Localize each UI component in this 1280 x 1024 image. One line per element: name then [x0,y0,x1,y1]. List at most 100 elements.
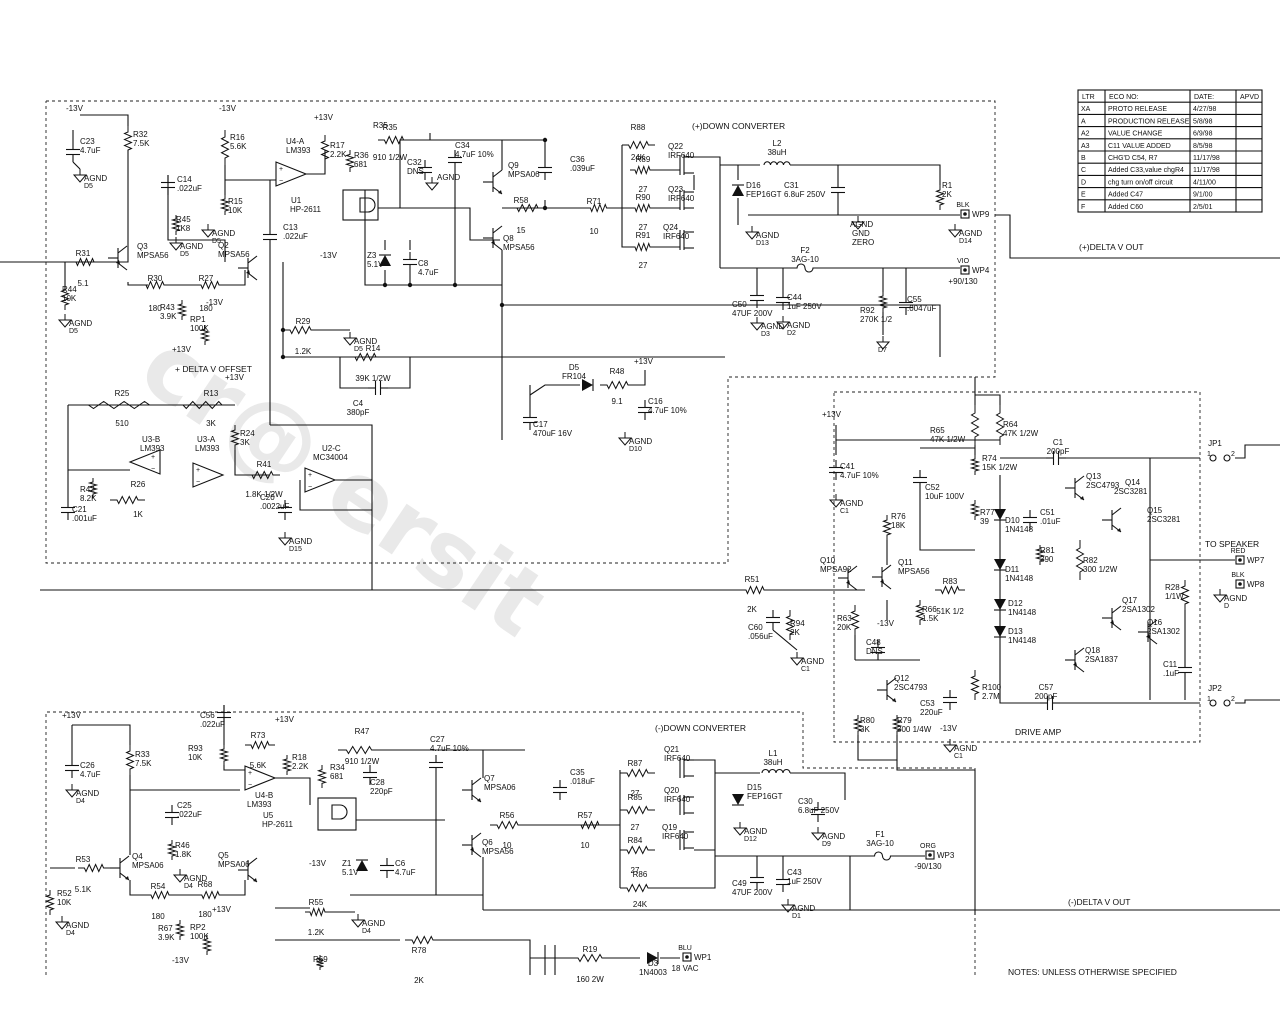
revision-table-cell: XA [1081,106,1091,113]
label-c28-value: 220pF [370,787,393,796]
wire [306,150,326,175]
transistor-arrow-icon [470,847,474,851]
label-c34-ref: C34 [455,141,470,150]
revision-table-cell: Added C60 [1108,204,1143,211]
resistor-r69 [316,955,324,970]
label-c36-ref: C36 [570,155,585,164]
label-d12-ref: D12 [1008,599,1023,608]
label-c13-value: .022uF [283,232,308,241]
label-q20-value: IRF640 [664,795,691,804]
label-q23-ref: Q23 [668,185,684,194]
ground-symbol-icon [732,827,748,836]
label-q5-ref: Q5 [218,851,229,860]
ground-symbol-icon [875,341,891,350]
transistor-collector [1147,619,1158,628]
resistor-r36 [344,150,356,172]
label-r35-ref: R35 [383,123,398,132]
resistor-r15 [219,195,231,215]
label-q13-value: 2SC4793 [1086,481,1120,490]
resistor-r47 [338,745,380,755]
diode-z1 [356,860,368,871]
connector-wp7-color: RED [1231,548,1246,555]
label-r91-value: 27 [639,261,648,270]
transistor-collector [1111,605,1122,614]
ground-symbol-icon [850,221,866,230]
label-c51-value: .01uF [1040,517,1061,526]
label-r94-ref: R94 [790,619,805,628]
label-r58-ref: R58 [514,196,529,205]
junction-dot [382,282,388,288]
junction-dot [542,137,548,143]
resistor-r84 [620,845,655,855]
transistor-arrow-icon [1146,634,1150,638]
resistor-r55 [305,907,330,917]
wire [67,405,130,471]
revision-table-cell: 8/5/98 [1193,143,1213,150]
label-c25-ref: C25 [177,801,192,810]
label-u5-value: HP-2611 [262,820,294,829]
ground-label: AGND [756,231,779,240]
label-r73-value: 5.6K [250,761,267,770]
label-d16-value: FEP16GT [746,190,782,199]
label-d3-value: 1N4003 [639,968,668,977]
revision-table-cell: C11 VALUE ADDED [1108,143,1171,150]
transistor-collector [119,855,130,864]
revision-table-header: APVD [1240,94,1259,101]
label-r48-ref: R48 [610,367,625,376]
label-r87-ref: R87 [628,759,643,768]
wire [1235,444,1280,459]
label-r67-value: 3.9K [158,933,175,942]
label-c16-value: 4.7uF 10% [648,406,687,415]
label-q12-ref: Q12 [894,674,910,683]
transistor-collector [492,169,503,178]
label-q24-ref: Q24 [663,223,679,232]
transistor-collector [247,255,258,264]
label-r76-ref: R76 [891,512,906,521]
connector-pin [928,853,932,857]
wire [896,760,976,915]
supply-m13-label: -13V [206,298,224,307]
jumper-pin1-label: 1 [1207,696,1211,703]
label-r65-value: 47K 1/2W [930,435,966,444]
label-c53-value: 220uF [920,708,943,717]
wire [299,480,372,511]
ground-symbol-icon [744,231,760,240]
ground-label: AGND [761,322,784,331]
revision-table-cell: 11/17/98 [1193,155,1220,162]
transistor-collector [247,857,258,866]
label-r1-ref: R1 [942,181,953,190]
label-r66-ref: R66 [922,605,937,614]
wire [223,765,245,771]
label-c21-ref: C21 [72,505,87,514]
to-speaker-label: TO SPEAKER [1205,539,1259,549]
label-r93-ref: R93 [188,744,203,753]
label-r68-ref: R68 [198,880,213,889]
revision-table-cell: 2/5/01 [1193,204,1213,211]
label-r89-value: 27 [639,185,648,194]
ground-symbol-icon [72,174,88,183]
label-r25-value: 510 [115,419,129,428]
jumper-jp2-name: JP2 [1208,684,1222,693]
label-d10-ref: D10 [1005,516,1020,525]
label-q13-ref: Q13 [1086,472,1102,481]
ground-symbol-icon [342,337,358,346]
plus-down-converter-title: (+)DOWN CONVERTER [692,121,785,131]
opamp-minus-sign: − [248,782,252,789]
supply-p13-label: +13V [172,345,192,354]
supply-p13-label: +13V [62,711,82,720]
label-q21-value: IRF640 [664,754,691,763]
label-q23-value: IRF640 [668,194,695,203]
transistor-arrow-icon [116,260,120,264]
label-q7-ref: Q7 [484,774,495,783]
label-c55-value: .0047uF [907,304,936,313]
connector-wp3-name: WP3 [937,851,955,860]
label-d5-ref: D5 [569,363,580,372]
label-q11-ref: Q11 [898,558,913,567]
ground-symbol-icon [200,229,216,238]
label-r19-value: 160 2W [576,975,604,984]
label-c20-value: .0022uF [260,502,289,511]
label-c43-ref: C43 [787,868,802,877]
label-c34-value: 4.7uF 10% [455,150,494,159]
resistor-r42 [87,478,99,498]
wire [65,245,129,263]
